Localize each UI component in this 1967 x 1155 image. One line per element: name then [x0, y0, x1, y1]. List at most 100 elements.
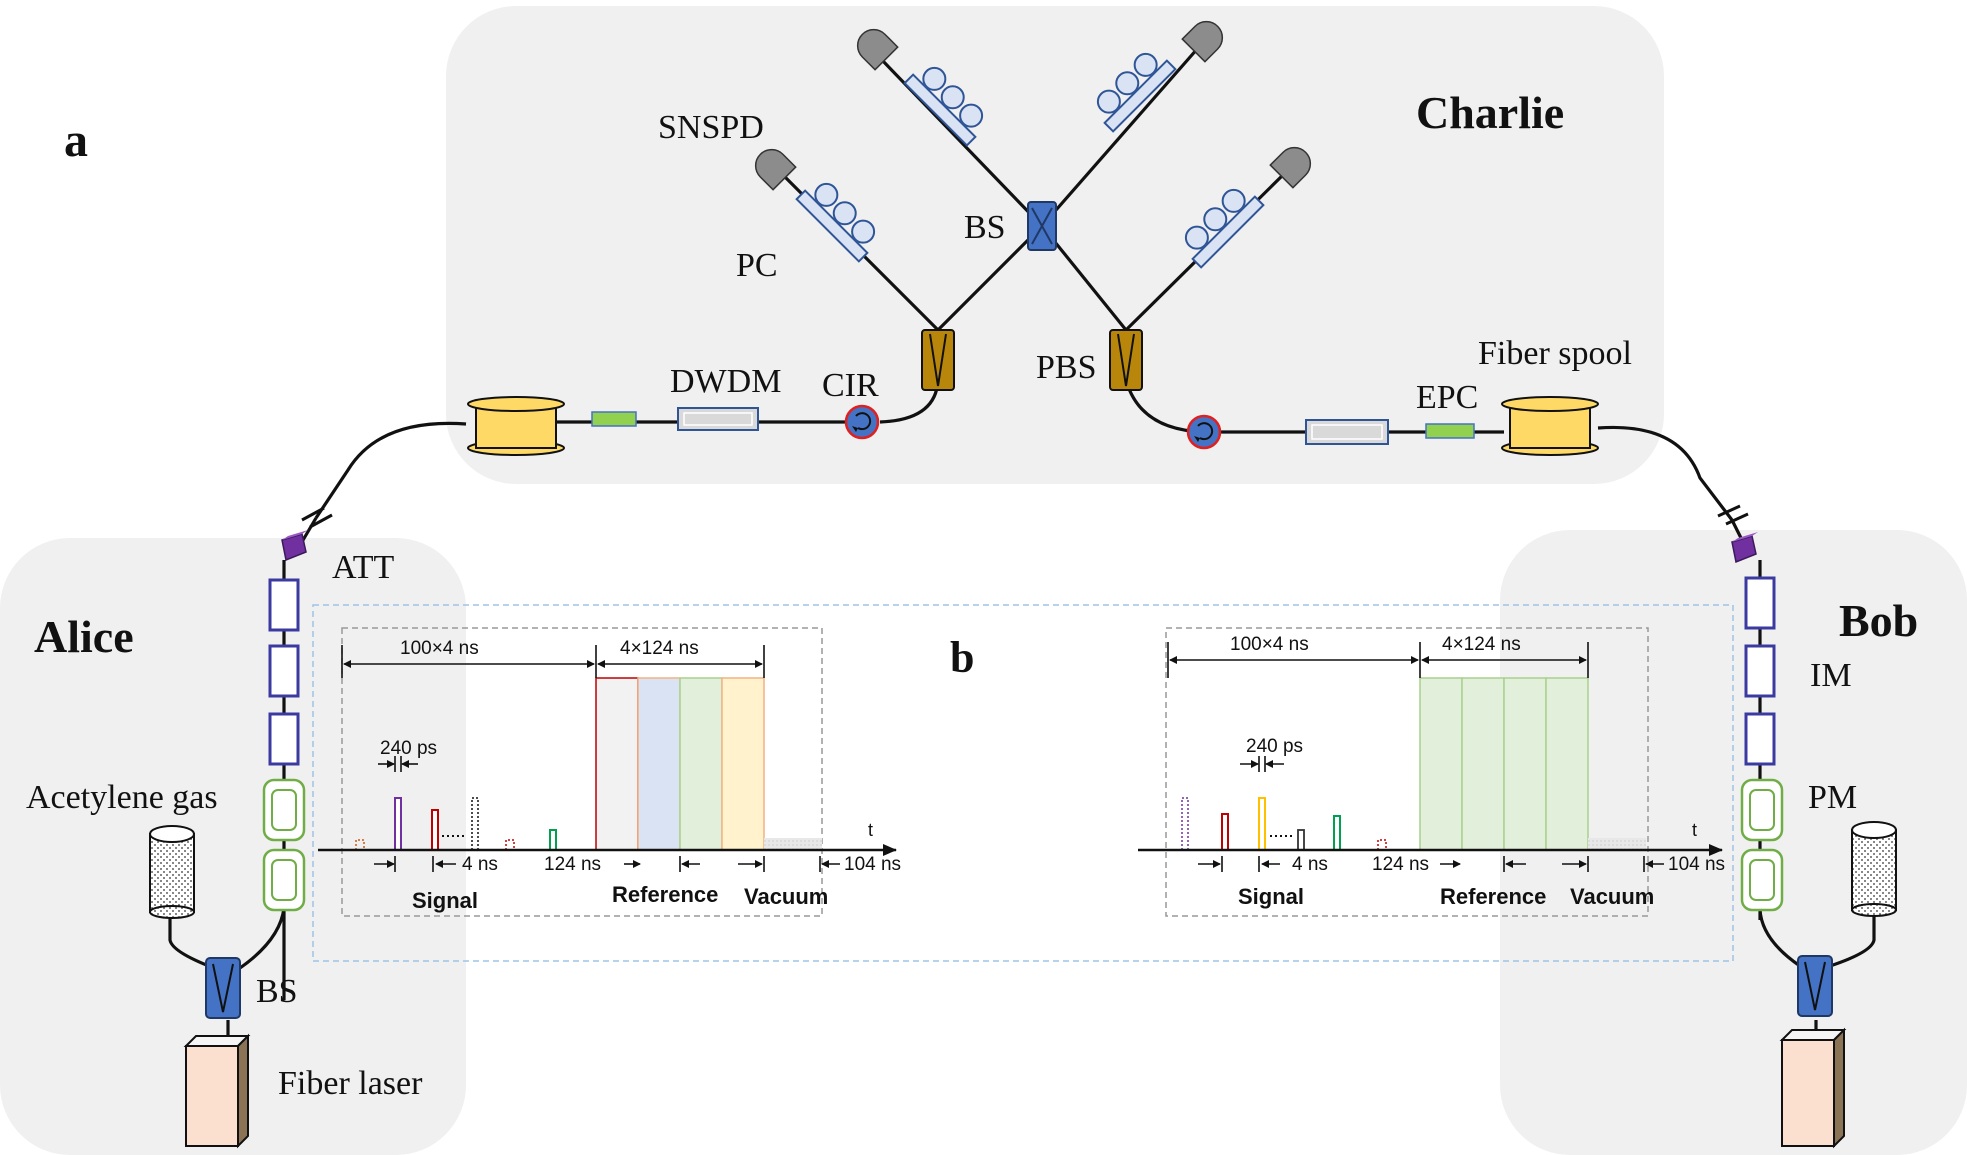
- vacuum-label: Vacuum: [1570, 884, 1654, 909]
- fiber-laser-bob: [1779, 1027, 1847, 1149]
- att-alice: [281, 530, 308, 562]
- reference-label: Reference: [1440, 884, 1546, 909]
- timing-diagram-bob: t 100×4 ns 4×124 ns 240 ps 4 ns 124 ns 1…: [1138, 627, 1725, 917]
- charlie-label: Charlie: [1416, 87, 1564, 138]
- dwdm-label: DWDM: [670, 363, 781, 400]
- att-label: ATT: [332, 549, 395, 586]
- bob-label: Bob: [1839, 595, 1918, 646]
- spacing-label: 4 ns: [1292, 854, 1328, 875]
- vacuum-label: Vacuum: [744, 884, 828, 909]
- pbs-left: [921, 329, 955, 391]
- bs-charlie-label: BS: [964, 209, 1006, 246]
- im-bob: [1744, 576, 1776, 766]
- snspd-detector-top-left: [856, 28, 899, 71]
- pulse-dotted-1: [355, 839, 365, 850]
- pc-top-left: [903, 66, 984, 147]
- snspd-detector-top-right: [1181, 20, 1224, 63]
- pbs-right: [1109, 329, 1143, 391]
- pulse-green: [1333, 815, 1341, 851]
- pbs-label: PBS: [1036, 349, 1097, 386]
- circulator-right: [1186, 414, 1222, 450]
- gap-label: 124 ns: [544, 854, 601, 875]
- span-4x124: 4×124 ns: [620, 638, 699, 659]
- bs-alice: [205, 957, 241, 1019]
- signal-label: Signal: [1238, 884, 1304, 909]
- pulse-dotted-1: [1181, 797, 1189, 851]
- alice-panel: [0, 538, 466, 1155]
- fiber-laser-label: Fiber laser: [278, 1065, 423, 1102]
- bs-alice-label: BS: [256, 973, 298, 1010]
- vacuum-block: [1588, 838, 1646, 850]
- fiber-laser-alice: [183, 1033, 251, 1149]
- reference-block-3: [679, 677, 723, 851]
- pulse-red: [1221, 813, 1229, 851]
- gap-label: 124 ns: [1372, 854, 1429, 875]
- pulse-purple: [394, 797, 402, 851]
- dwdm-left: [677, 407, 759, 431]
- pm-bob: [1740, 778, 1784, 912]
- signal-label: Signal: [412, 888, 478, 913]
- epc-right: [1425, 423, 1475, 439]
- pulse-width-label: 240 ps: [1246, 736, 1303, 757]
- bs-bob: [1797, 955, 1833, 1017]
- pulse-red: [431, 809, 439, 851]
- vacuum-gap-label: 104 ns: [844, 854, 901, 875]
- vacuum-gap-label: 104 ns: [1668, 854, 1725, 875]
- panel-b-frame: [312, 604, 1734, 962]
- reference-block-2: [637, 677, 681, 851]
- pulse-green: [549, 829, 557, 851]
- bob-panel: [1500, 530, 1967, 1155]
- pulse-dotted-2: [1377, 839, 1387, 850]
- dwdm-right: [1305, 419, 1389, 445]
- circulator-left: [844, 404, 880, 440]
- reference-block-4: [721, 677, 765, 851]
- cir-label: CIR: [822, 367, 879, 404]
- reference-block-2: [1461, 677, 1505, 851]
- epc-left: [591, 411, 637, 427]
- alice-label: Alice: [34, 611, 134, 662]
- span-4x124: 4×124 ns: [1442, 634, 1521, 655]
- reference-block-4: [1545, 677, 1589, 851]
- im-label: IM: [1810, 657, 1852, 694]
- beam-splitter-charlie: [1027, 201, 1057, 251]
- epc-label: EPC: [1416, 379, 1478, 416]
- fiber-spool-label: Fiber spool: [1478, 335, 1632, 372]
- pulse-dotted-2: [471, 797, 479, 851]
- snspd-detector-left: [754, 148, 797, 191]
- pc-left: [795, 182, 876, 263]
- att-bob: [1731, 532, 1758, 564]
- spacing-label: 4 ns: [462, 854, 498, 875]
- pc-right: [1184, 188, 1265, 269]
- time-axis-label: t: [1692, 820, 1697, 840]
- reference-label: Reference: [612, 882, 718, 907]
- pulse-width-label: 240 ps: [380, 738, 437, 759]
- vacuum-block: [764, 838, 822, 850]
- pulse-dotted-3: [505, 839, 515, 850]
- pm-alice: [262, 778, 306, 912]
- pc-label: PC: [736, 247, 778, 284]
- snspd-detector-right: [1269, 146, 1312, 189]
- snspd-label: SNSPD: [658, 109, 764, 146]
- fiber-connector-left: [301, 506, 333, 529]
- fiber-spool-right: [1501, 396, 1599, 456]
- acetylene-cell-bob: [1851, 821, 1897, 917]
- panel-label-a: a: [64, 114, 88, 167]
- fiber-spool-left: [467, 396, 565, 456]
- reference-block-3: [1503, 677, 1547, 851]
- pulse-dark: [1297, 829, 1305, 851]
- im-alice: [268, 578, 300, 766]
- reference-block-1: [1419, 677, 1463, 851]
- panel-label-b: b: [950, 633, 974, 682]
- reference-block-1: [595, 677, 639, 851]
- fiber-connector-right: [1717, 504, 1749, 526]
- timing-diagram-alice: t 100×4 ns 4×124 ns 240 ps 4 ns 124 ns 1…: [318, 627, 901, 917]
- acetylene-cell-alice: [149, 825, 195, 919]
- time-axis-label: t: [868, 820, 873, 840]
- span-100x4: 100×4 ns: [400, 638, 479, 659]
- pm-label: PM: [1808, 779, 1857, 816]
- pc-top-right: [1096, 52, 1177, 133]
- span-100x4: 100×4 ns: [1230, 634, 1309, 655]
- pulse-yellow: [1258, 797, 1266, 851]
- acetylene-label: Acetylene gas: [26, 779, 218, 816]
